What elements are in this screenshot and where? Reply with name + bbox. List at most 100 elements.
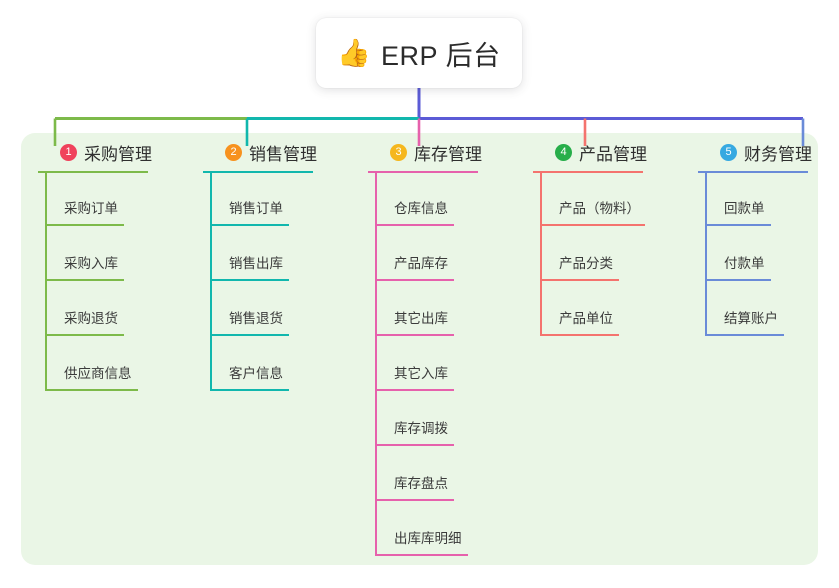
root-node-card[interactable]: 👍 ERP 后台	[316, 18, 522, 88]
leaf-node[interactable]: 供应商信息	[38, 336, 152, 391]
branch-column-4: 4 产品管理产品（物料） 产品分类产品单位	[533, 133, 647, 336]
leaf-label: 产品库存	[394, 256, 448, 271]
leaf-underline	[705, 334, 784, 336]
branch-header-underline	[203, 171, 313, 173]
branch-column-3: 3 库存管理仓库信息产品库存其它出库其它入库库存调拨库存盘点出库库明细	[368, 133, 482, 556]
leaf-node[interactable]: 其它入库	[368, 336, 482, 391]
leaf-label: 销售订单	[229, 201, 283, 216]
branch-index-badge: 5	[720, 143, 737, 161]
branch-columns: 1 采购管理采购订单采购入库采购退货供应商信息 2 销售管理销售订单销售出库销售退货客…	[0, 133, 839, 565]
leaf-label: 客户信息	[229, 366, 283, 381]
leaf-node[interactable]: 客户信息	[203, 336, 317, 391]
leaf-label: 采购入库	[64, 256, 118, 271]
leaf-label: 产品（物料）	[559, 201, 640, 216]
branch-header-2[interactable]: 2 销售管理	[203, 133, 317, 171]
branch-header-underline	[38, 171, 148, 173]
branch-spine-line	[45, 171, 47, 391]
branch-leaf-list: 回款单付款单结算账户	[698, 171, 812, 336]
branch-header-5[interactable]: 5 财务管理	[698, 133, 812, 171]
leaf-node[interactable]: 销售出库	[203, 226, 317, 281]
branch-leaf-list: 采购订单采购入库采购退货供应商信息	[38, 171, 152, 391]
branch-header-4[interactable]: 4 产品管理	[533, 133, 647, 171]
leaf-underline	[210, 334, 289, 336]
leaf-node[interactable]: 其它出库	[368, 281, 482, 336]
leaf-label: 产品单位	[559, 311, 613, 326]
branch-column-1: 1 采购管理采购订单采购入库采购退货供应商信息	[38, 133, 152, 391]
branch-column-5: 5 财务管理回款单付款单结算账户	[698, 133, 812, 336]
branch-title: 销售管理	[249, 144, 317, 164]
leaf-underline	[540, 224, 645, 226]
leaf-label: 供应商信息	[64, 366, 132, 381]
leaf-node[interactable]: 产品（物料）	[533, 171, 647, 226]
leaf-node[interactable]: 出库库明细	[368, 501, 482, 556]
branch-header-underline	[698, 171, 808, 173]
leaf-underline	[375, 279, 454, 281]
leaf-label: 其它出库	[394, 311, 448, 326]
leaf-label: 采购退货	[64, 311, 118, 326]
leaf-underline	[375, 444, 454, 446]
branch-leaf-list: 仓库信息产品库存其它出库其它入库库存调拨库存盘点出库库明细	[368, 171, 482, 556]
branch-column-2: 2 销售管理销售订单销售出库销售退货客户信息	[203, 133, 317, 391]
branch-index-badge: 3	[390, 143, 407, 161]
leaf-underline	[375, 334, 454, 336]
leaf-label: 库存调拨	[394, 421, 448, 436]
branch-spine-line	[705, 171, 707, 336]
leaf-underline	[210, 389, 289, 391]
branch-index-badge: 4	[555, 143, 572, 161]
branch-spine-line	[210, 171, 212, 391]
leaf-label: 库存盘点	[394, 476, 448, 491]
leaf-underline	[45, 224, 124, 226]
leaf-label: 其它入库	[394, 366, 448, 381]
leaf-underline	[540, 334, 619, 336]
leaf-label: 产品分类	[559, 256, 613, 271]
leaf-node[interactable]: 产品库存	[368, 226, 482, 281]
leaf-underline	[375, 499, 454, 501]
branch-index-badge: 2	[225, 143, 242, 161]
branch-header-underline	[368, 171, 478, 173]
leaf-underline	[375, 224, 454, 226]
branch-header-underline	[533, 171, 643, 173]
leaf-underline	[45, 279, 124, 281]
leaf-underline	[375, 389, 454, 391]
leaf-underline	[540, 279, 619, 281]
leaf-node[interactable]: 产品单位	[533, 281, 647, 336]
leaf-node[interactable]: 采购退货	[38, 281, 152, 336]
leaf-label: 销售出库	[229, 256, 283, 271]
branch-title: 产品管理	[579, 144, 647, 164]
leaf-node[interactable]: 回款单	[698, 171, 812, 226]
leaf-underline	[45, 389, 138, 391]
leaf-label: 结算账户	[724, 311, 778, 326]
leaf-underline	[45, 334, 124, 336]
leaf-node[interactable]: 销售退货	[203, 281, 317, 336]
branch-title: 采购管理	[84, 144, 152, 164]
leaf-label: 采购订单	[64, 201, 118, 216]
leaf-node[interactable]: 仓库信息	[368, 171, 482, 226]
thumbs-up-icon: 👍	[337, 37, 372, 68]
leaf-node[interactable]: 产品分类	[533, 226, 647, 281]
leaf-node[interactable]: 库存盘点	[368, 446, 482, 501]
leaf-label: 付款单	[724, 256, 765, 271]
leaf-node[interactable]: 结算账户	[698, 281, 812, 336]
branch-title: 财务管理	[744, 144, 812, 164]
branch-header-3[interactable]: 3 库存管理	[368, 133, 482, 171]
leaf-node[interactable]: 付款单	[698, 226, 812, 281]
branch-leaf-list: 销售订单销售出库销售退货客户信息	[203, 171, 317, 391]
branch-leaf-list: 产品（物料） 产品分类产品单位	[533, 171, 647, 336]
diagram-background-panel	[21, 133, 818, 565]
leaf-node[interactable]: 采购订单	[38, 171, 152, 226]
leaf-node[interactable]: 销售订单	[203, 171, 317, 226]
leaf-underline	[375, 554, 468, 556]
branch-title: 库存管理	[414, 144, 482, 164]
branch-spine-line	[375, 171, 377, 556]
leaf-label: 销售退货	[229, 311, 283, 326]
leaf-node[interactable]: 采购入库	[38, 226, 152, 281]
leaf-label: 仓库信息	[394, 201, 448, 216]
branch-index-badge: 1	[60, 143, 77, 161]
leaf-underline	[210, 279, 289, 281]
leaf-node[interactable]: 库存调拨	[368, 391, 482, 446]
leaf-underline	[705, 279, 771, 281]
root-node-title: ERP 后台	[381, 40, 501, 71]
branch-header-1[interactable]: 1 采购管理	[38, 133, 152, 171]
leaf-label: 出库库明细	[394, 531, 462, 546]
